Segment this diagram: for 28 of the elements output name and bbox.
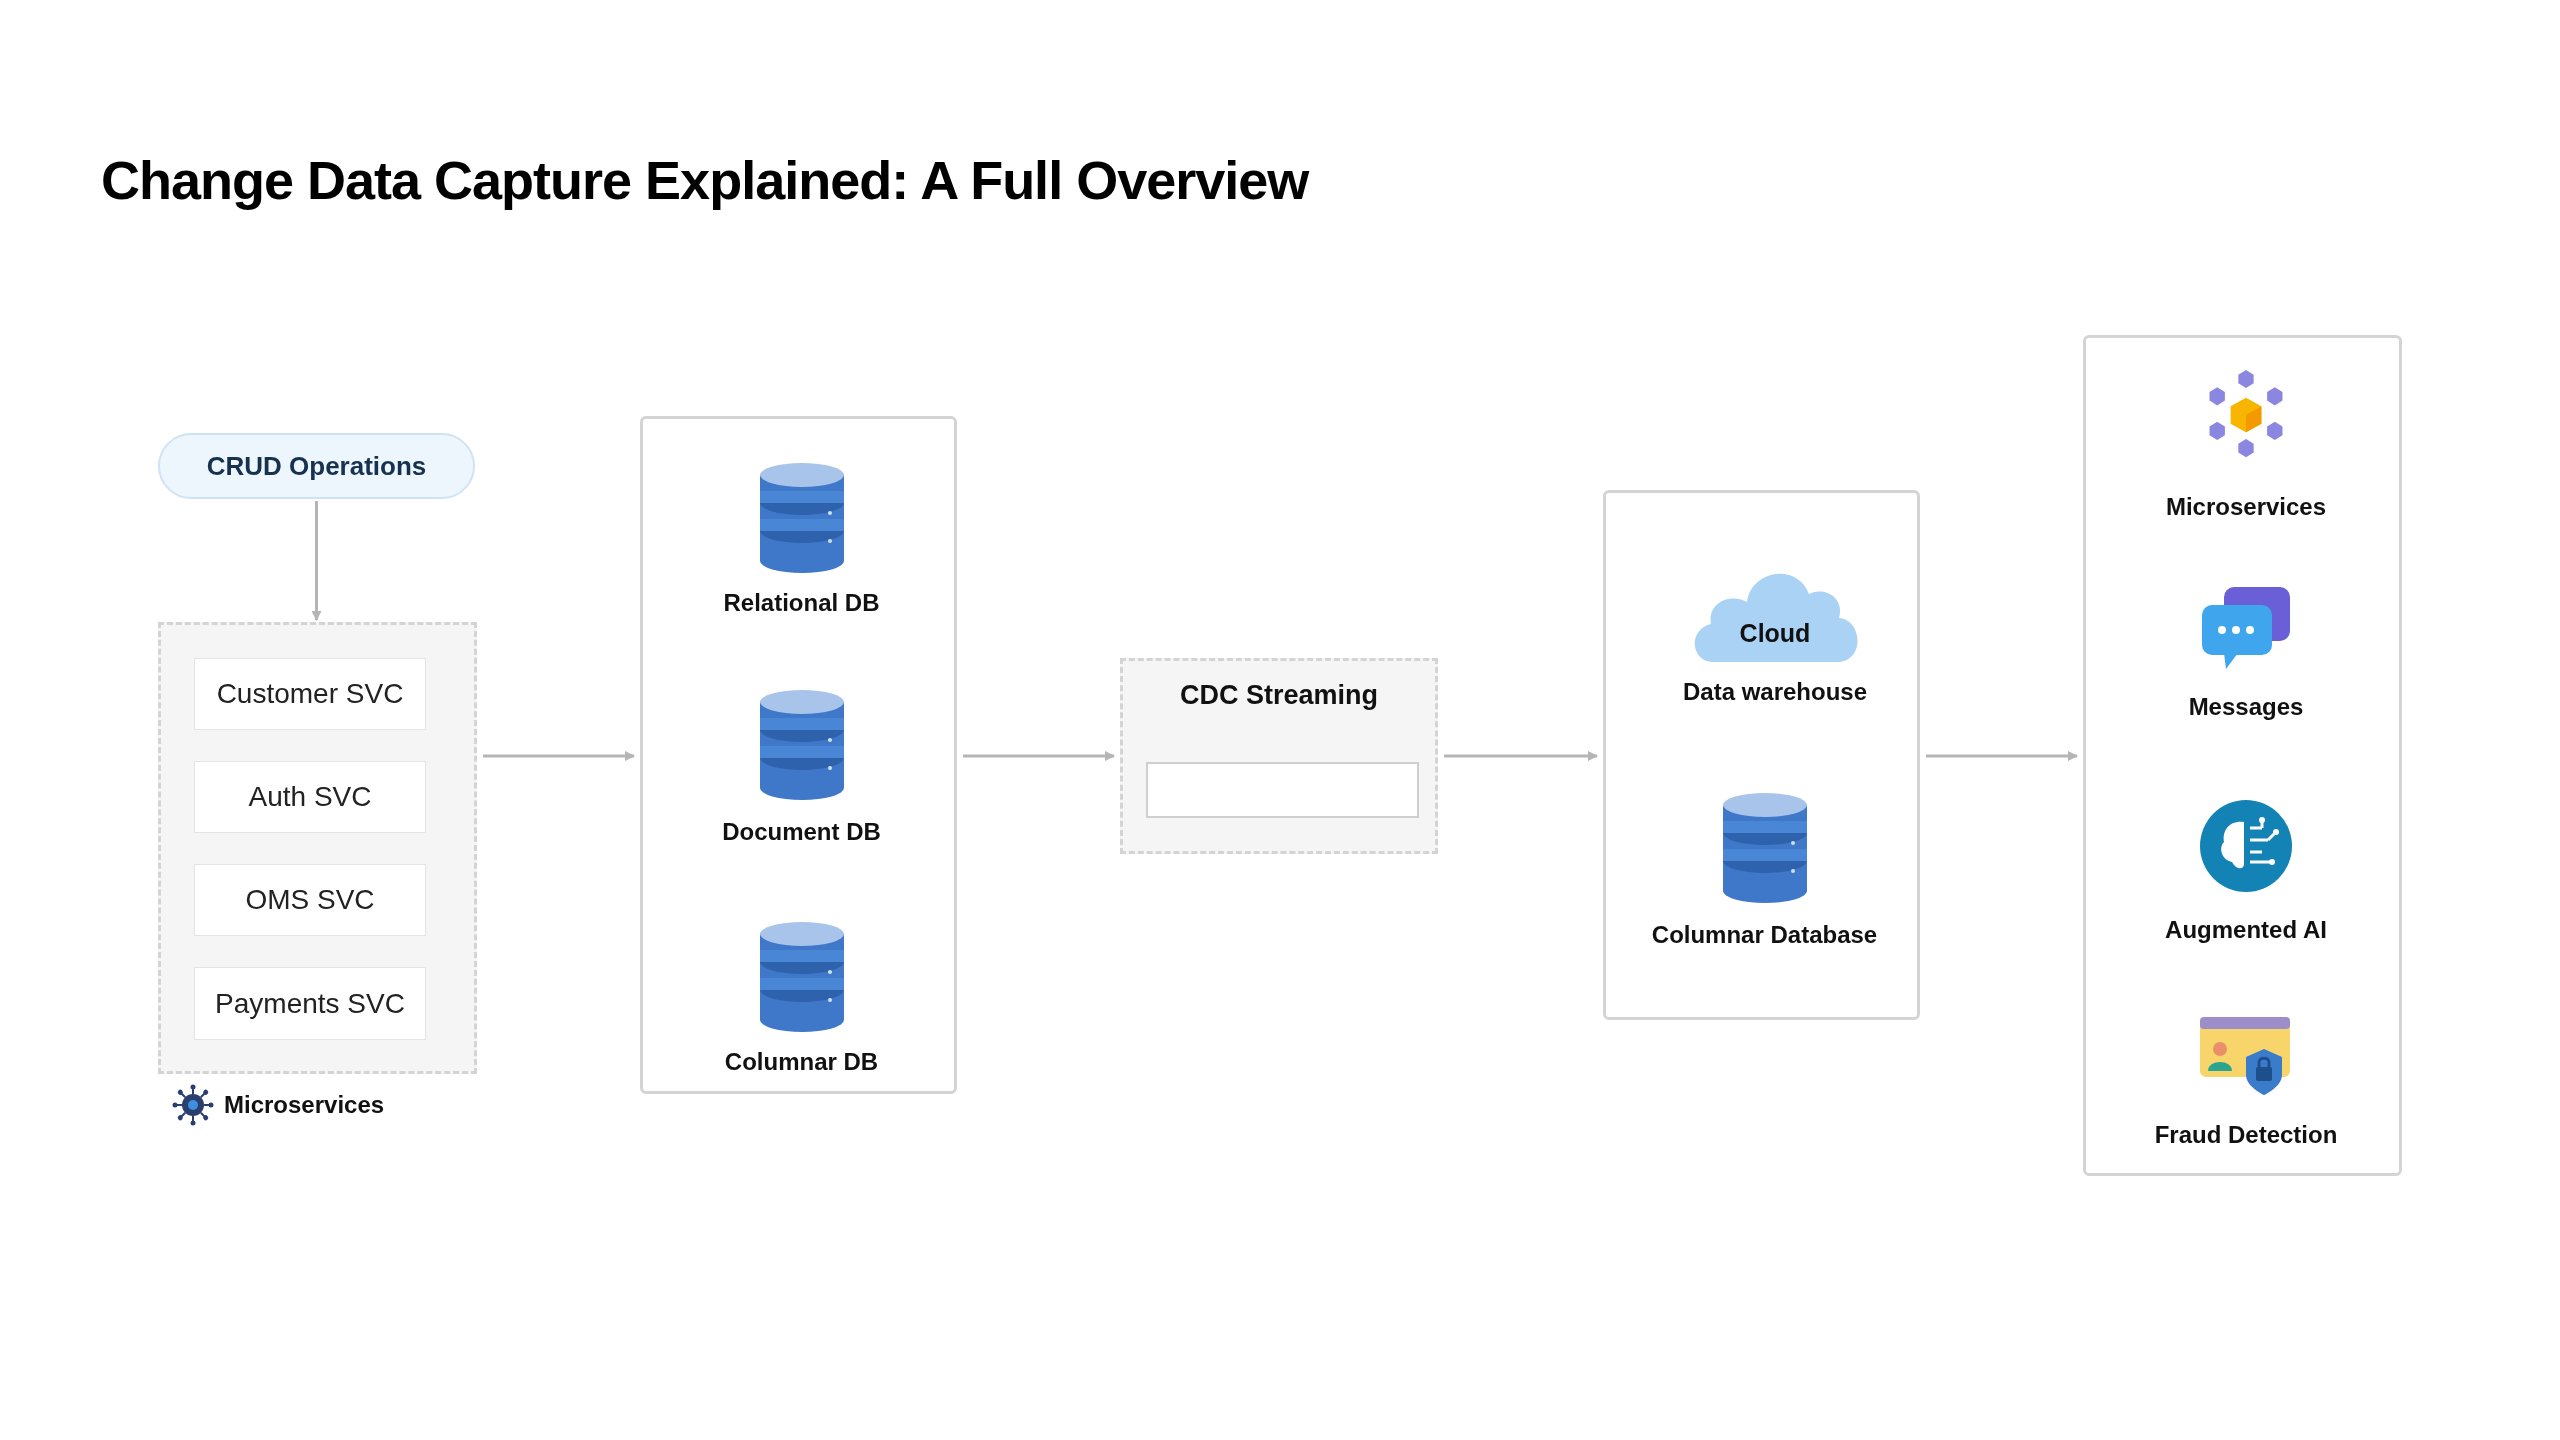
service-box: Auth SVC (194, 761, 426, 833)
node-label: Messages (2188, 692, 2304, 722)
arrow (963, 751, 1115, 761)
node-label: Columnar Database (1651, 920, 1878, 950)
cloud-label: Cloud (1739, 617, 1811, 649)
caption-text: Data warehouse (1681, 677, 1869, 707)
panel-box (640, 416, 957, 1094)
node-label: Fraud Detection (2154, 1120, 2338, 1150)
service-box: Customer SVC (194, 658, 426, 730)
arrow (483, 751, 635, 761)
arrow (1926, 751, 2078, 761)
streaming-box (1120, 658, 1438, 854)
group-label: Microservices (224, 1090, 385, 1120)
streaming-title: CDC Streaming (1179, 679, 1379, 712)
diagram-title: Change Data Capture Explained: A Full Overview (101, 149, 1309, 212)
service-box (1146, 762, 1419, 818)
arrow (1444, 751, 1598, 761)
panel-box (2083, 335, 2402, 1176)
node-label: Document DB (722, 817, 881, 847)
operation-pill: CRUD Operations (158, 433, 475, 499)
service-box: OMS SVC (194, 864, 426, 936)
node-label: Augmented AI (2165, 915, 2327, 945)
service-box: Payments SVC (194, 967, 426, 1040)
node-label: Columnar DB (724, 1047, 879, 1077)
node-label: Microservices (2165, 492, 2327, 522)
node-label: Relational DB (723, 588, 880, 618)
arrow (311, 501, 322, 621)
panel-box (1603, 490, 1920, 1020)
